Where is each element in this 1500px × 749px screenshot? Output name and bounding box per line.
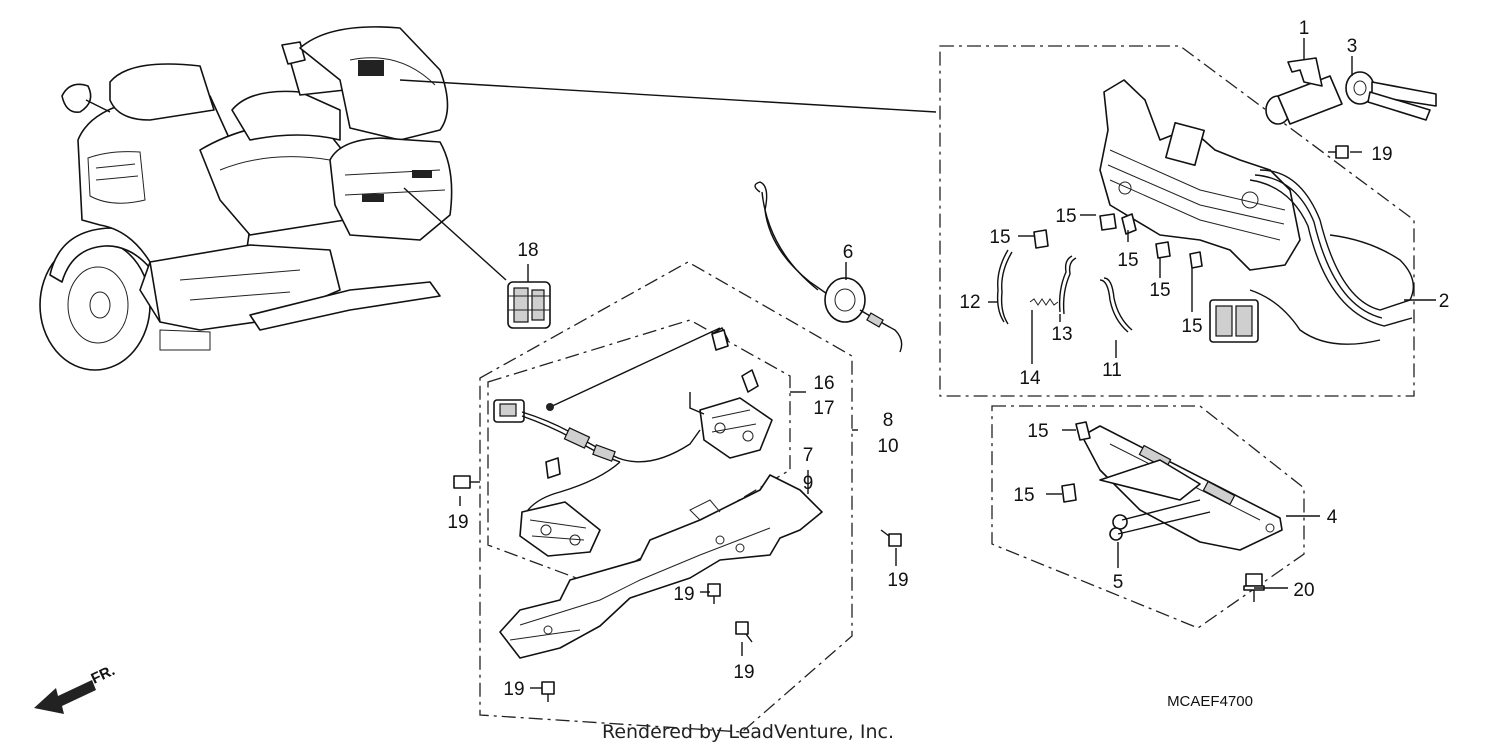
callout-15-f: 15 <box>1027 421 1048 442</box>
callout-7: 7 <box>803 445 814 466</box>
callout-9: 9 <box>803 473 814 494</box>
callout-11: 11 <box>1102 360 1122 381</box>
part-18-connector <box>507 281 551 329</box>
group-4-boundary <box>991 405 1305 629</box>
part-7-9-base-plate <box>499 474 823 659</box>
render-credit: Rendered by LeadVenture, Inc. <box>602 721 894 743</box>
callout-20: 20 <box>1293 580 1314 601</box>
screws-19 <box>453 145 1349 702</box>
leader-trunk <box>399 79 937 113</box>
callout-19-d: 19 <box>503 679 524 700</box>
callout-6: 6 <box>843 242 854 263</box>
part-1-clip <box>1287 57 1323 87</box>
callout-19-f: 19 <box>1371 144 1392 165</box>
parts-11-14-rods <box>996 249 1133 333</box>
callout-2: 2 <box>1439 291 1450 312</box>
callout-15-b: 15 <box>989 227 1010 248</box>
callout-16: 16 <box>813 373 834 394</box>
leader-saddlebag <box>403 187 507 281</box>
part-3-key-cylinder <box>1265 71 1437 125</box>
group-2-boundary <box>939 45 1415 397</box>
callout-15-c: 15 <box>1117 250 1138 271</box>
callout-leaders <box>459 38 1436 689</box>
callout-18: 18 <box>517 240 538 261</box>
motorcycle-illustration <box>39 26 453 371</box>
part-6-cable <box>754 181 903 353</box>
callout-19-a: 19 <box>447 512 468 533</box>
callout-3: 3 <box>1347 36 1358 57</box>
drawing-code: MCAEF4700 <box>1167 693 1253 710</box>
callout-15-g: 15 <box>1013 485 1034 506</box>
group-16-17-boundary <box>487 319 791 586</box>
group-8-10-boundary <box>479 261 853 733</box>
callout-15-d: 15 <box>1149 280 1170 301</box>
callout-19-b: 19 <box>673 584 694 605</box>
part-2-latch-assembly <box>1099 79 1414 345</box>
callout-19-e: 19 <box>887 570 908 591</box>
front-direction-label: FR. <box>89 662 118 688</box>
callout-14: 14 <box>1019 368 1041 389</box>
callout-13: 13 <box>1051 324 1072 345</box>
callout-5: 5 <box>1113 572 1124 593</box>
callout-1: 1 <box>1299 18 1310 39</box>
part-4-bracket <box>1061 421 1283 551</box>
callout-19-c: 19 <box>733 662 754 683</box>
callout-8: 8 <box>883 410 894 431</box>
callout-10: 10 <box>877 436 898 457</box>
callout-labels: 1 2 3 4 5 6 7 8 9 10 11 12 13 14 15 15 1… <box>447 18 1449 700</box>
part-20-bolt <box>1243 573 1265 602</box>
parts-15-clips <box>1033 213 1203 269</box>
part-16-17-latch-assembly <box>493 327 773 557</box>
front-direction-arrow: FR. <box>34 662 118 714</box>
callout-17: 17 <box>813 398 834 419</box>
callout-4: 4 <box>1327 507 1338 528</box>
callout-15-e: 15 <box>1181 316 1202 337</box>
callout-12: 12 <box>959 292 980 313</box>
callout-15-a: 15 <box>1055 206 1076 227</box>
